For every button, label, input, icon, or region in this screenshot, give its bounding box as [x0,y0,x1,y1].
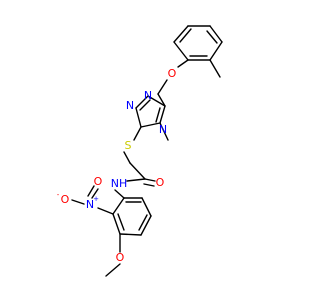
bond [129,162,146,180]
bond [105,263,121,277]
atom-n-triazole-1-label: N [126,99,134,112]
atom-n-nitro-label: N [86,198,94,211]
bond [209,59,221,78]
atom-o-nitro: O [94,175,103,188]
bond [157,79,168,95]
bond [112,213,121,235]
bond [143,183,155,187]
atom-s-thioether: S [125,139,132,152]
bond [157,93,166,107]
bond [117,213,125,231]
bond [139,99,151,111]
bond [114,189,125,199]
atom-o-methoxy-label: O [116,251,125,264]
atom-s-thioether-label: S [125,139,132,152]
bond [140,122,161,128]
atom-o-nitro-label: O [94,175,103,188]
bond [87,185,95,197]
bond [112,197,125,215]
bond [177,59,189,68]
atom-n-triazole-4: N [159,123,167,136]
bond [155,107,161,123]
bond [159,105,166,124]
atom-o-carbonyl: O [156,176,165,189]
bond [71,199,85,205]
atom-o-carbonyl-label: O [156,176,165,189]
atom-o-nitro-minus: O - [57,191,70,206]
bond [179,28,192,43]
bond [135,95,149,109]
atom-nh-amide-label: NH [111,177,128,190]
atom-n-triazole-4-label: N [159,123,167,136]
bond [140,215,152,236]
atom-n-nitro: N + [86,195,99,211]
atom-n-triazole-2-label: N [144,89,152,102]
bond [138,214,148,231]
bond [144,178,156,182]
atom-nh-amide: NH [111,177,128,190]
molecule-structure: O N N N S O NH N + O - O O [57,25,223,277]
bond [123,151,131,164]
atom-o-nitro-minus-label: O [61,193,70,206]
atom-o-ether-label: O [168,67,177,80]
bonds [71,25,223,277]
atom-n-nitro-charge: + [93,195,99,203]
bond [133,126,142,141]
bond [147,95,166,107]
bond [91,188,99,199]
bond [209,25,223,43]
bond [97,207,114,215]
bond [173,25,189,43]
bond [119,233,142,236]
bond [126,178,146,182]
atom-n-triazole-2: N [144,89,152,102]
bond [206,30,218,44]
atom-n-triazole-1: N [126,99,134,112]
bond [141,197,152,217]
atom-o-ether: O [168,67,177,80]
bond [135,107,142,128]
atom-labels: O N N N S O NH N + O - O O [57,67,177,264]
bond [209,41,223,61]
atom-o-methoxy: O [116,251,125,264]
bond [173,41,189,61]
atom-o-nitro-minus-charge: - [57,191,60,199]
bond [159,122,169,141]
